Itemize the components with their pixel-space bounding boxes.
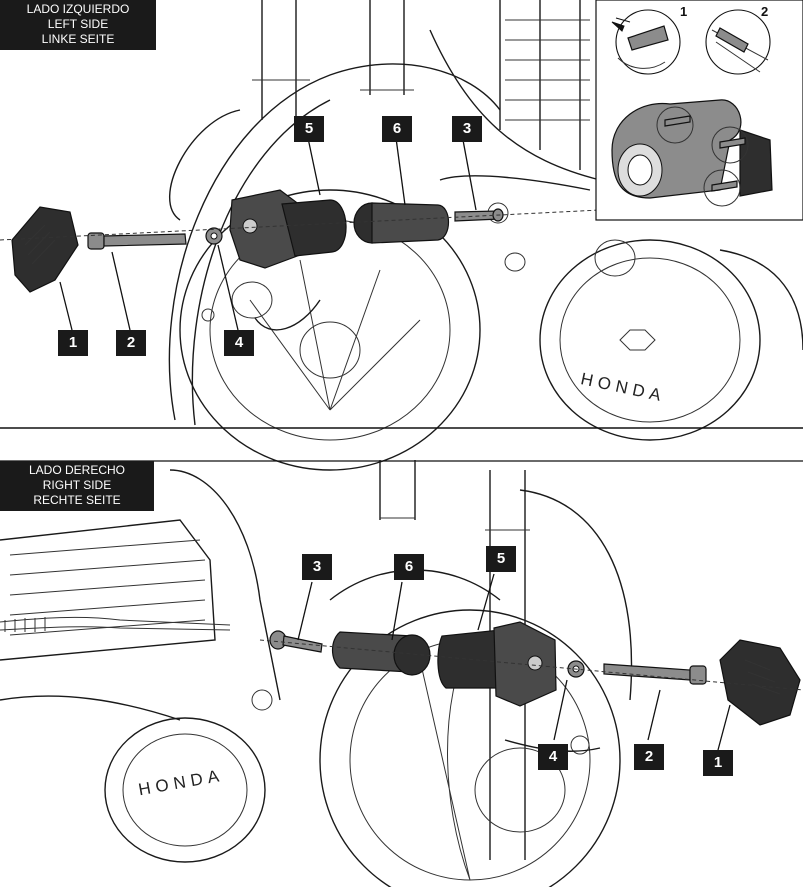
top-panel-label: LADO IZQUIERDO LEFT SIDE LINKE SEITE <box>0 0 156 50</box>
bottom-callout-3: 3 <box>302 554 332 580</box>
top-callout-1: 1 <box>58 330 88 356</box>
bottom-panel-label: LADO DERECHO RIGHT SIDE RECHTE SEITE <box>0 461 154 511</box>
inset-detail-box <box>595 0 803 221</box>
top-label-line-es: LADO IZQUIERDO <box>26 2 130 16</box>
bottom-panel-artwork <box>0 460 803 887</box>
bottom-label-line-es: LADO DERECHO <box>28 463 126 477</box>
inset-step-1: 1 <box>680 4 688 19</box>
top-callout-5: 5 <box>294 116 324 142</box>
bottom-callout-6: 6 <box>394 554 424 580</box>
bottom-callout-2: 2 <box>634 744 664 770</box>
top-callout-4: 4 <box>224 330 254 356</box>
bottom-callout-4: 4 <box>538 744 568 770</box>
bottom-callout-1: 1 <box>703 750 733 776</box>
bottom-label-line-en: RIGHT SIDE <box>42 478 112 492</box>
top-label-line-en: LEFT SIDE <box>47 17 109 31</box>
inset-step-2: 2 <box>761 4 769 19</box>
top-label-line-de: LINKE SEITE <box>41 32 115 46</box>
bottom-label-line-de: RECHTE SEITE <box>33 493 121 507</box>
top-callout-6: 6 <box>382 116 412 142</box>
bottom-callout-5: 5 <box>486 546 516 572</box>
top-callout-2: 2 <box>116 330 146 356</box>
top-panel-artwork <box>0 0 803 471</box>
top-callout-3: 3 <box>452 116 482 142</box>
